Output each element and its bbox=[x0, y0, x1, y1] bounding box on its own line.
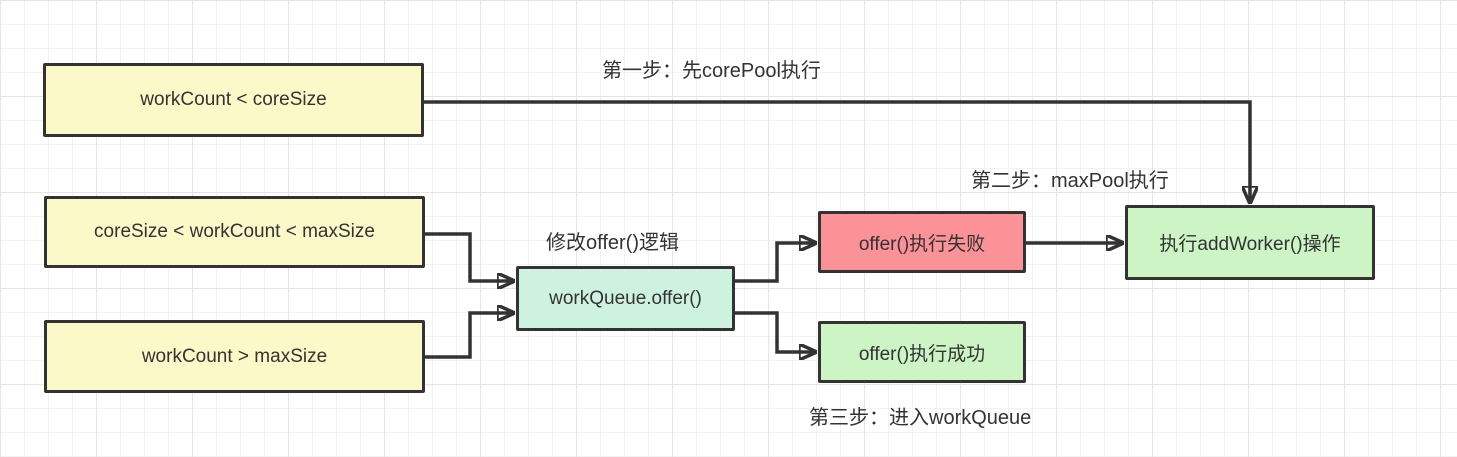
connector-mid-to-queue bbox=[425, 232, 514, 281]
annotation-step3: 第三步：进入workQueue bbox=[809, 407, 1032, 429]
node-offer-failed: offer()执行失败 bbox=[818, 211, 1026, 273]
node-label: offer()执行成功 bbox=[858, 343, 986, 365]
node-workcount-lt-coresize: workCount < coreSize bbox=[43, 63, 424, 137]
connector-queue-to-fail bbox=[735, 243, 816, 283]
node-label: workQueue.offer() bbox=[549, 287, 702, 309]
node-label: 执行addWorker()操作 bbox=[1159, 234, 1341, 255]
node-addworker: 执行addWorker()操作 bbox=[1125, 205, 1375, 280]
connector-core-to-addworker bbox=[424, 100, 1250, 203]
node-workcount-gt-maxsize: workCount > maxSize bbox=[44, 320, 425, 393]
node-workqueue-offer: workQueue.offer() bbox=[516, 266, 735, 331]
node-coresize-lt-workcount-lt-maxsize: coreSize < workCount < maxSize bbox=[44, 196, 425, 268]
node-label: workCount > maxSize bbox=[141, 345, 328, 367]
annotation-step1: 第一步：先corePool执行 bbox=[602, 60, 821, 82]
node-label: workCount < coreSize bbox=[140, 89, 327, 110]
node-offer-success: offer()执行成功 bbox=[818, 321, 1026, 383]
annotation-step2: 第二步：maxPool执行 bbox=[971, 170, 1169, 192]
annotation-offer-logic: 修改offer()逻辑 bbox=[546, 232, 679, 254]
connector-queue-to-success bbox=[735, 311, 816, 352]
node-label: coreSize < workCount < maxSize bbox=[94, 221, 375, 242]
connector-over-to-queue bbox=[425, 313, 514, 359]
node-label: offer()执行失败 bbox=[858, 233, 986, 255]
